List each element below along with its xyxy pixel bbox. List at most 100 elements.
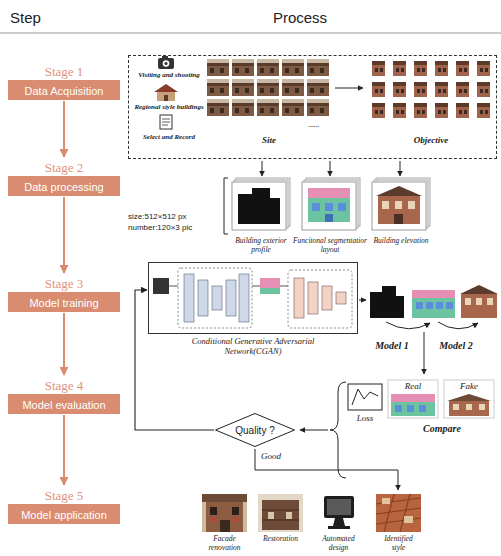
- photo-grid: [206, 58, 331, 118]
- acquisition-icons: [164, 95, 168, 101]
- flow-arrow: [135, 290, 214, 430]
- application-images: [234, 518, 238, 522]
- evaluation-figures: [391, 402, 435, 416]
- application-caption: Facade renovation: [203, 535, 247, 552]
- image-tag: Real: [399, 381, 427, 392]
- decision-diamond: Quality ?: [215, 413, 295, 447]
- acquisition-icons: [154, 84, 178, 92]
- flow-arrow: [63, 197, 65, 273]
- stage-node: Stage 4Model evaluation: [8, 378, 120, 414]
- application-images: [327, 499, 351, 515]
- cgan-network: [184, 274, 194, 322]
- processing-arrows: [330, 161, 331, 176]
- acquisition-icons: [162, 119, 170, 120]
- icon-caption: Select and Record: [132, 133, 206, 142]
- model-outputs: [370, 286, 404, 318]
- application-images: [202, 494, 247, 532]
- evaluation-figures: [255, 380, 494, 490]
- flow-arrow: [63, 313, 65, 375]
- acquisition-region: Visiting and shootingRegional style buil…: [128, 55, 497, 159]
- stage-title: Model application: [21, 505, 107, 525]
- stage-number: Stage 2: [8, 160, 120, 176]
- acquisition-icons: [154, 56, 178, 129]
- application-images: [210, 507, 217, 515]
- cgan-network: [239, 274, 249, 322]
- application-images: [212, 518, 216, 522]
- cgan-network: [169, 286, 178, 287]
- flow-arrow: [63, 101, 65, 157]
- processed-images: [325, 214, 333, 222]
- stage-node: Stage 2Data processing: [8, 160, 120, 196]
- column-header: Process: [250, 9, 350, 27]
- acquisition-icons: [164, 62, 167, 65]
- stage-title: Data Acquisition: [25, 81, 104, 101]
- cgan-network: [212, 286, 222, 310]
- model-outputs: [412, 290, 455, 298]
- processing-arrows: [224, 178, 228, 234]
- application-images: [376, 494, 421, 532]
- data-note: size:512×512 px: [128, 212, 224, 222]
- stage-box: Data Acquisition: [8, 80, 120, 100]
- data-note: number:120×3 pic: [128, 223, 224, 233]
- evaluation-figures: [479, 404, 485, 410]
- cgan-network: [153, 278, 169, 294]
- stage-title: Model evaluation: [22, 395, 105, 415]
- application-images: [286, 512, 292, 519]
- acquisition-icons: [163, 60, 170, 67]
- processed-images: [408, 201, 415, 209]
- header-rule: [0, 33, 501, 34]
- evaluation-figures: [330, 382, 346, 478]
- cgan-network: [260, 288, 280, 294]
- stage-node: Stage 5Model application: [8, 488, 120, 524]
- evaluation-figures: [419, 405, 426, 412]
- application-images: [206, 502, 243, 532]
- cgan-network: [260, 278, 280, 288]
- stage-title: Data processing: [24, 177, 104, 197]
- cgan-network: [198, 280, 208, 316]
- processed-images: [378, 196, 420, 224]
- image-caption: Building elevation: [370, 237, 432, 246]
- model-outputs: [416, 302, 423, 309]
- cgan-network: [153, 268, 366, 328]
- application-images: [324, 496, 354, 518]
- processed-images: [325, 203, 333, 211]
- application-images: [328, 526, 350, 529]
- evaluation-figures: [447, 394, 491, 401]
- photo-grid: [206, 58, 494, 121]
- cgan-network: [322, 286, 332, 310]
- application-images: [262, 510, 299, 511]
- processing-arrows: [262, 161, 263, 176]
- image-tag: Fake: [455, 381, 483, 392]
- acquisition-icons: [160, 115, 172, 129]
- evaluation-figures: [352, 389, 378, 405]
- acquisition-icons: [162, 56, 168, 59]
- network-box: Conditional Generative Adversarial Netwo…: [148, 262, 358, 357]
- model-outputs: [386, 322, 430, 329]
- processed-images: [308, 198, 350, 222]
- model-outputs: [446, 302, 453, 309]
- cgan-network: [280, 286, 288, 287]
- compare-label: Compare: [412, 423, 472, 435]
- model-outputs: [461, 294, 497, 318]
- processed-images: [232, 182, 286, 230]
- icon-caption: Regional style buildings: [132, 103, 206, 112]
- chart-caption: Loss: [347, 413, 383, 424]
- application-images: [202, 494, 421, 532]
- photo-grid: [335, 88, 363, 89]
- model-outputs: [487, 298, 493, 305]
- application-images: [376, 494, 421, 532]
- decision-text: Quality ?: [235, 425, 274, 436]
- processed-images: [308, 188, 350, 198]
- model-label: Model 2: [434, 340, 478, 352]
- acquisition-icons: [162, 125, 168, 126]
- image-caption: Building exterior profile: [229, 237, 293, 254]
- application-caption: Automated design: [317, 535, 361, 552]
- acquisition-icons: [162, 122, 170, 123]
- stage-number: Stage 3: [8, 276, 120, 292]
- application-images: [202, 494, 247, 502]
- group-caption: Site: [244, 135, 294, 146]
- model-outputs: [424, 332, 425, 374]
- processed-images: [302, 182, 356, 230]
